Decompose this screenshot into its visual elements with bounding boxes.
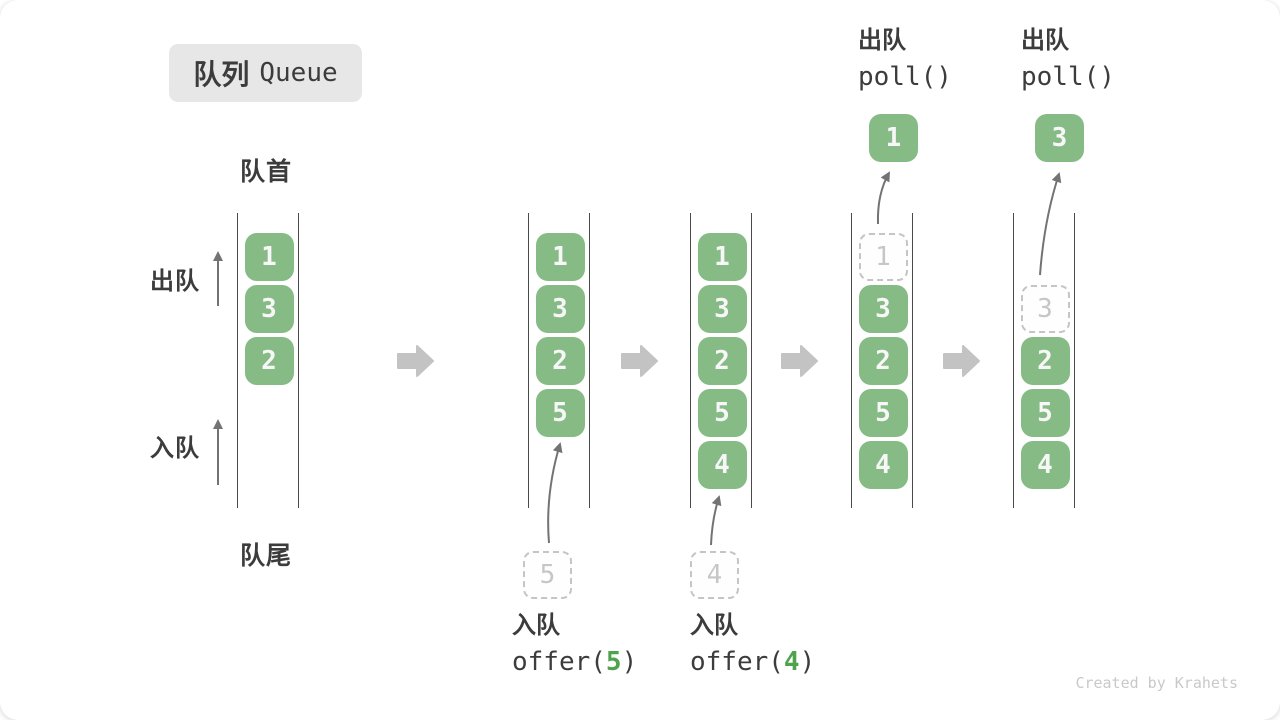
- queue-cell: 2: [697, 337, 747, 385]
- label-enqueue: 入队: [150, 435, 200, 462]
- detached-cell-after-offer-5: 5: [523, 551, 572, 599]
- label-dequeue: 出队: [150, 268, 200, 295]
- queue-cell: 4: [858, 441, 908, 489]
- queue-cell: 1: [697, 233, 747, 281]
- operation-label: 出队: [858, 27, 906, 54]
- step-arrow-right-icon: [621, 345, 658, 377]
- title-en: Queue: [259, 58, 338, 88]
- operation-caption-after-poll-1: 出队 poll(): [858, 27, 952, 92]
- queue-cell: 2: [535, 337, 585, 385]
- operation-label: 出队: [1021, 27, 1069, 54]
- queue-cell: 5: [697, 389, 747, 437]
- operation-code: offer(5): [512, 647, 638, 677]
- operation-caption-after-offer-4: 入队 offer(4): [690, 612, 815, 677]
- queue-cell: 1: [535, 233, 585, 281]
- queue-cell: 2: [244, 337, 294, 385]
- operation-label: 入队: [512, 612, 560, 639]
- detached-cell-after-poll-1: 1: [869, 114, 918, 162]
- queue-cell: 1: [244, 233, 294, 281]
- queue-cell: 3: [858, 285, 908, 333]
- step-arrow-right-icon: [397, 345, 434, 377]
- label-queue-rear: 队尾: [240, 542, 293, 570]
- title-badge: 队列 Queue: [169, 44, 362, 102]
- detached-cell-after-poll-3: 3: [1035, 114, 1084, 162]
- queue-cell: 5: [1020, 389, 1070, 437]
- queue-cell: 5: [858, 389, 908, 437]
- operation-code: poll(): [1021, 62, 1115, 92]
- step-arrow-right-icon: [943, 345, 980, 377]
- queue-cell: 3: [535, 285, 585, 333]
- detached-cell-after-offer-4: 4: [690, 551, 739, 599]
- title-zh: 队列: [193, 59, 250, 90]
- queue-cell-ghost: 1: [858, 233, 908, 281]
- operation-code: poll(): [858, 62, 952, 92]
- queue-cell: 3: [697, 285, 747, 333]
- queue-cell: 2: [1020, 337, 1070, 385]
- operation-code: offer(4): [690, 647, 816, 677]
- step-arrow-right-icon: [781, 345, 818, 377]
- operation-label: 入队: [690, 612, 738, 639]
- watermark: Created by Krahets: [1075, 674, 1238, 692]
- queue-cell: 5: [535, 389, 585, 437]
- queue-cell: 4: [697, 441, 747, 489]
- queue-cell: 3: [244, 285, 294, 333]
- label-queue-front: 队首: [240, 158, 293, 186]
- queue-cell-ghost: 3: [1020, 285, 1070, 333]
- operation-caption-after-poll-3: 出队 poll(): [1021, 27, 1115, 92]
- queue-cell: 2: [858, 337, 908, 385]
- queue-cell: 4: [1020, 441, 1070, 489]
- operation-caption-after-offer-5: 入队 offer(5): [512, 612, 637, 677]
